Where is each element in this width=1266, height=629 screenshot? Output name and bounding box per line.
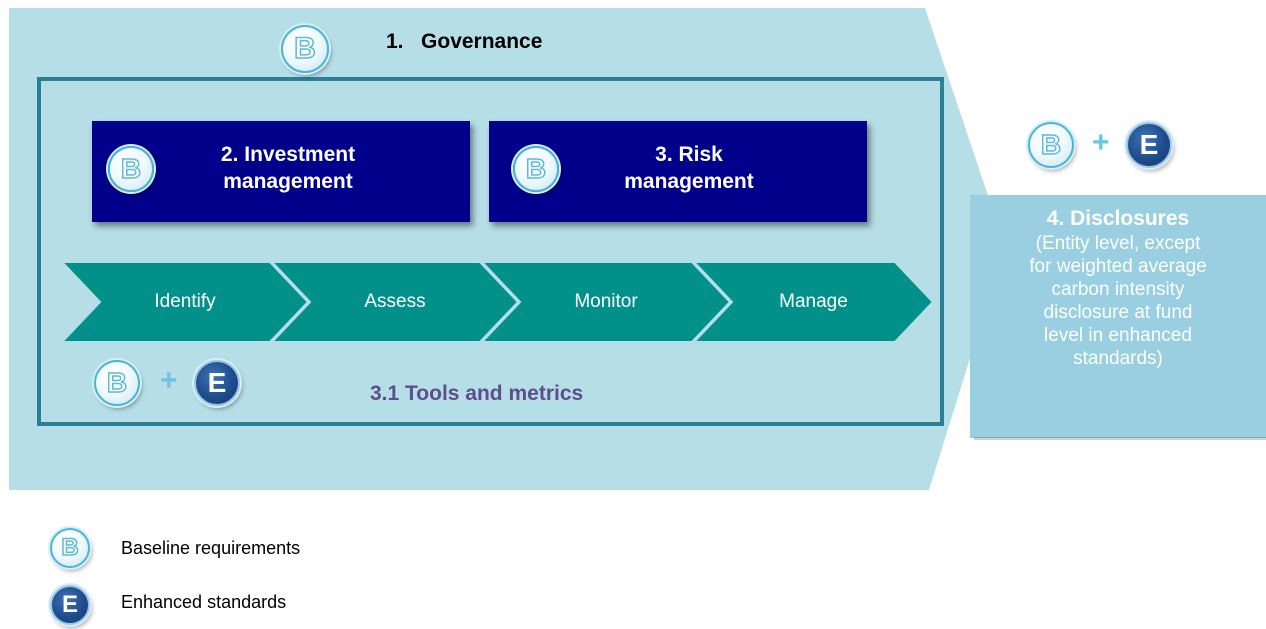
chevron-identify <box>59 261 310 343</box>
disclosures-enhanced-badge-icon: E <box>1126 122 1172 168</box>
tools-enhanced-badge-icon: E <box>194 360 240 406</box>
disclosures-line-1: (Entity level, except <box>1035 233 1201 254</box>
legend-enhanced-label: Enhanced standards <box>121 592 287 612</box>
disclosures-line-2: for weighted average <box>1029 256 1207 277</box>
governance-number: 1. <box>386 30 404 53</box>
chevron-assess <box>269 261 520 343</box>
risk-line1: 3. Risk <box>655 143 723 166</box>
legend-baseline-label: Baseline requirements <box>121 538 301 558</box>
tools-and-metrics-label: 3.1 Tools and metrics <box>370 382 584 405</box>
governance-title: 1. Governance <box>386 30 542 54</box>
risk-baseline-badge-icon: B <box>513 146 559 192</box>
governance-label: Governance <box>421 30 543 53</box>
baseline-badge-icon: B <box>281 25 329 73</box>
step-manage: Manage <box>779 291 848 312</box>
chevron-monitor <box>479 261 732 343</box>
disclosures-line-4: disclosure at fund <box>1043 302 1193 323</box>
tools-baseline-badge-icon: B <box>94 360 140 406</box>
disclosures-text: 4. Disclosures (Entity level, except for… <box>970 206 1266 370</box>
step-identify: Identify <box>154 291 216 312</box>
disclosures-line-5: level in enhanced <box>1044 325 1192 346</box>
investment-line2: management <box>223 170 353 193</box>
tools-plus-icon: + <box>160 364 178 397</box>
disclosures-baseline-badge-icon: B <box>1028 122 1074 168</box>
investment-management-box: 2. Investment management <box>92 121 470 222</box>
step-assess: Assess <box>364 291 426 312</box>
disclosures-title: 4. Disclosures <box>1046 207 1190 230</box>
disclosures-line-6: standards) <box>1073 348 1163 369</box>
legend-enhanced-badge-icon: E <box>50 585 90 625</box>
disclosures-box <box>970 195 1266 438</box>
step-monitor: Monitor <box>574 291 638 312</box>
process-chevrons <box>59 261 935 343</box>
disclosures-plus-icon: + <box>1092 126 1110 159</box>
disclosures-line-3: carbon intensity <box>1051 279 1185 300</box>
investment-line1: 2. Investment <box>220 143 356 166</box>
chevron-manage <box>691 261 935 343</box>
risk-line2: management <box>624 170 754 193</box>
legend-baseline-badge-icon: B <box>50 528 90 568</box>
investment-baseline-badge-icon: B <box>108 146 154 192</box>
